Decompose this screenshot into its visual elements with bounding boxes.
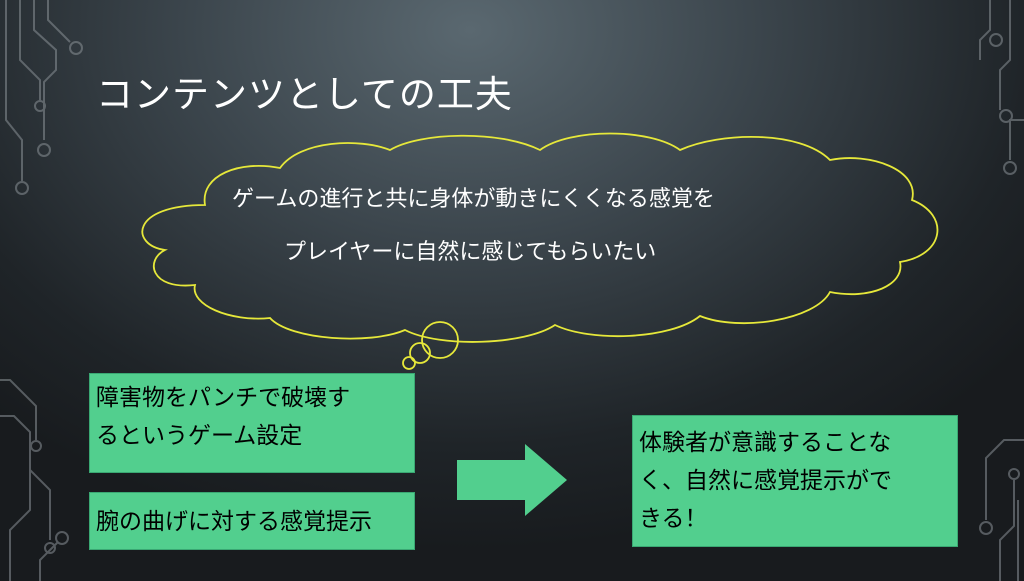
result-line-1: 体験者が意識することな [639,430,892,456]
game-setting-line-2: るというゲーム設定 [96,423,303,449]
thought-line-2: プレイヤーに自然に感じてもらいたい [284,240,657,265]
result-line-3: きる！ [639,506,708,532]
thought-line-1: ゲームの進行と共に身体が動きにくくなる感覚を [232,187,715,212]
arm-feedback-box: 腕の曲げに対する感覚提示 [89,492,415,550]
slide-title: コンテンツとしての工夫 [96,73,513,116]
arm-feedback-text: 腕の曲げに対する感覚提示 [96,509,372,535]
game-setting-box: 障害物をパンチで破壊す るというゲーム設定 [89,373,415,473]
game-setting-line-1: 障害物をパンチで破壊す [96,385,351,411]
right-arrow-icon [457,444,567,516]
result-line-2: く、自然に感覚提示がで [639,468,892,494]
result-box: 体験者が意識することな く、自然に感覚提示がで きる！ [632,415,958,547]
